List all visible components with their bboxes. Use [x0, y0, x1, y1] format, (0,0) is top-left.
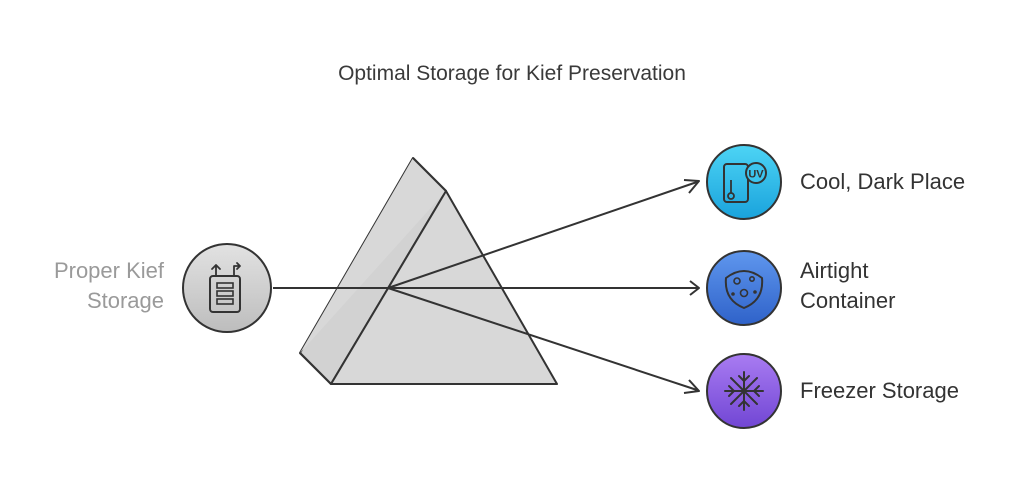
- output-label-airtight-container: Airtight Container: [800, 256, 895, 316]
- input-label-line2: Storage: [86, 288, 164, 313]
- output-label-freezer-storage: Freezer Storage: [800, 376, 959, 406]
- input-label-line1: Proper Kief: [53, 258, 164, 283]
- uv-phone-icon: UV: [706, 144, 782, 220]
- output-label-1-line1: Cool, Dark Place: [800, 169, 966, 194]
- diagram-title: Optimal Storage for Kief Preservation: [338, 62, 686, 85]
- output-ray-3: [387, 287, 700, 394]
- snowflake-icon: [706, 353, 782, 429]
- output-ray-2: [388, 280, 700, 296]
- svg-text:UV: UV: [748, 169, 764, 181]
- cookie-container-icon: [706, 250, 782, 326]
- prism: [299, 157, 558, 385]
- output-label-2-line1: Airtight: [800, 258, 869, 283]
- output-ray-1: [387, 179, 700, 289]
- output-label-2-line2: Container: [800, 288, 896, 313]
- output-label-cool-dark-place: Cool, Dark Place: [800, 167, 965, 197]
- input-label: Proper Kief Storage: [4, 256, 164, 316]
- battery-storage-icon: [182, 243, 272, 333]
- output-label-3-line1: Freezer Storage: [800, 378, 959, 403]
